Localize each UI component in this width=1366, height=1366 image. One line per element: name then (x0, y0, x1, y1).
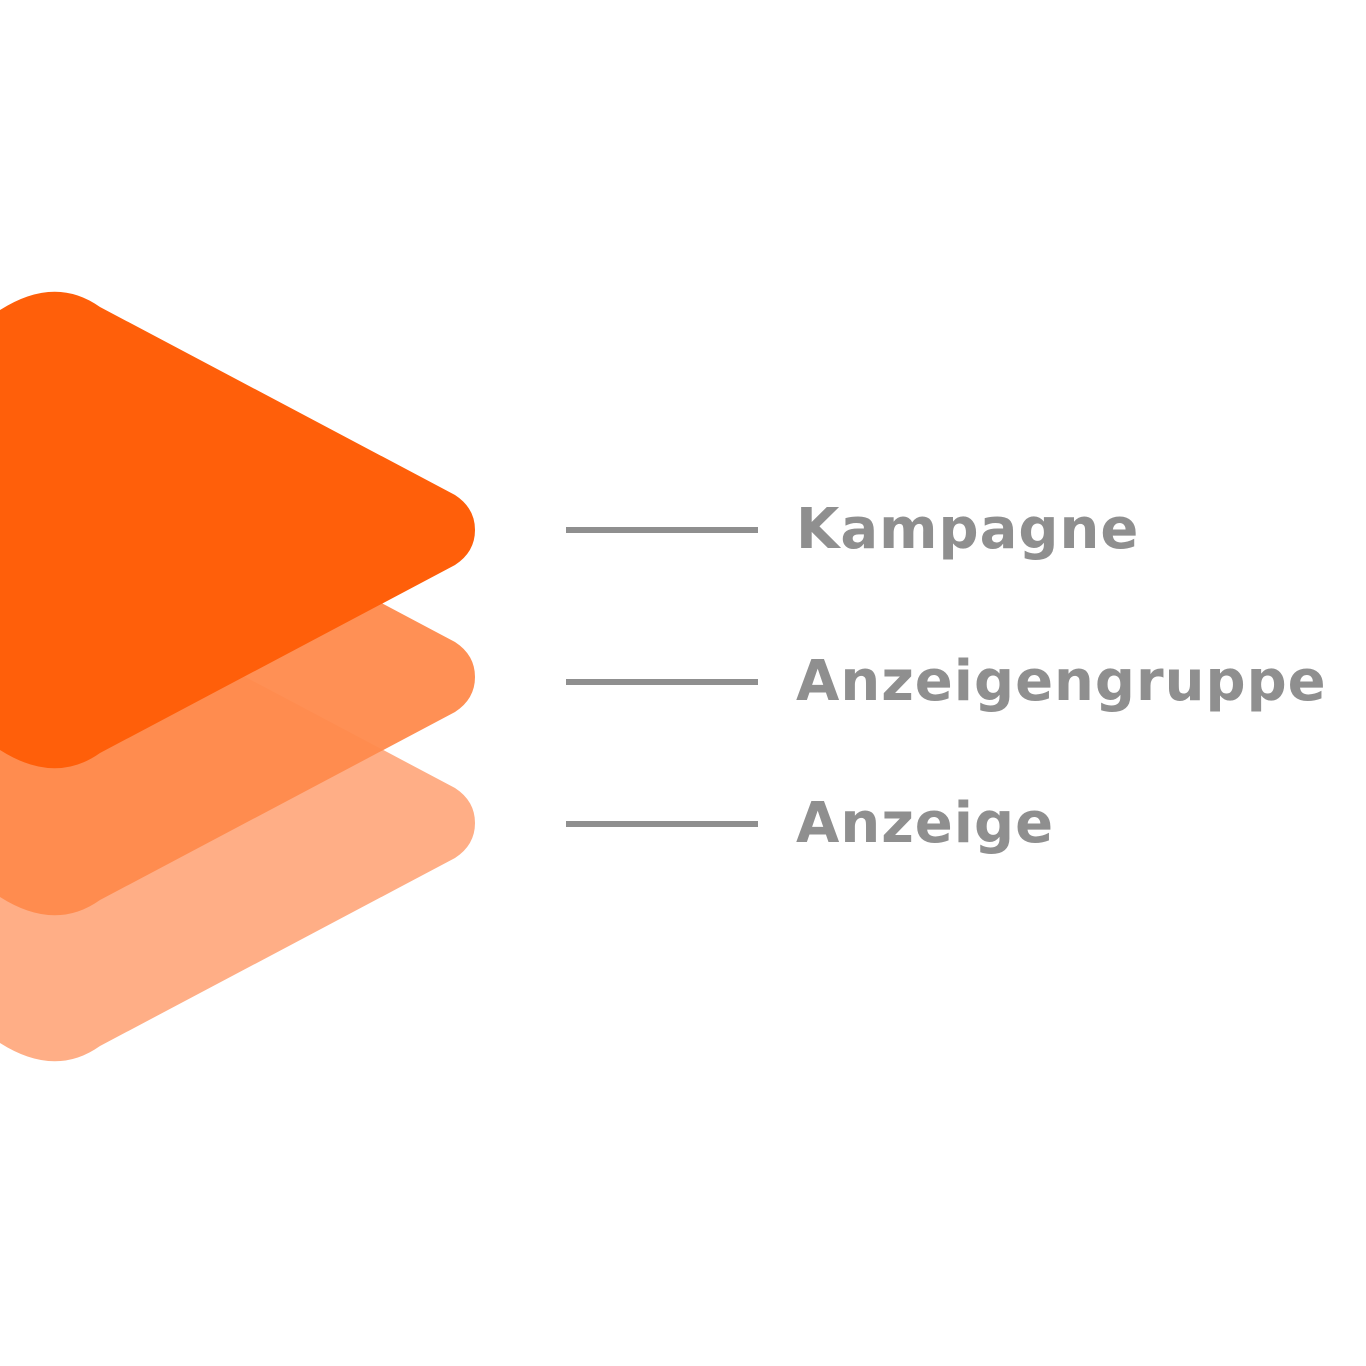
level-label: Anzeige (796, 791, 1055, 856)
connector-line (566, 527, 758, 533)
level-label: Anzeigengruppe (796, 649, 1327, 714)
layer-top-shape (0, 291, 475, 769)
connector-line (566, 679, 758, 685)
level-label: Kampagne (796, 497, 1140, 562)
connector-line (566, 821, 758, 827)
